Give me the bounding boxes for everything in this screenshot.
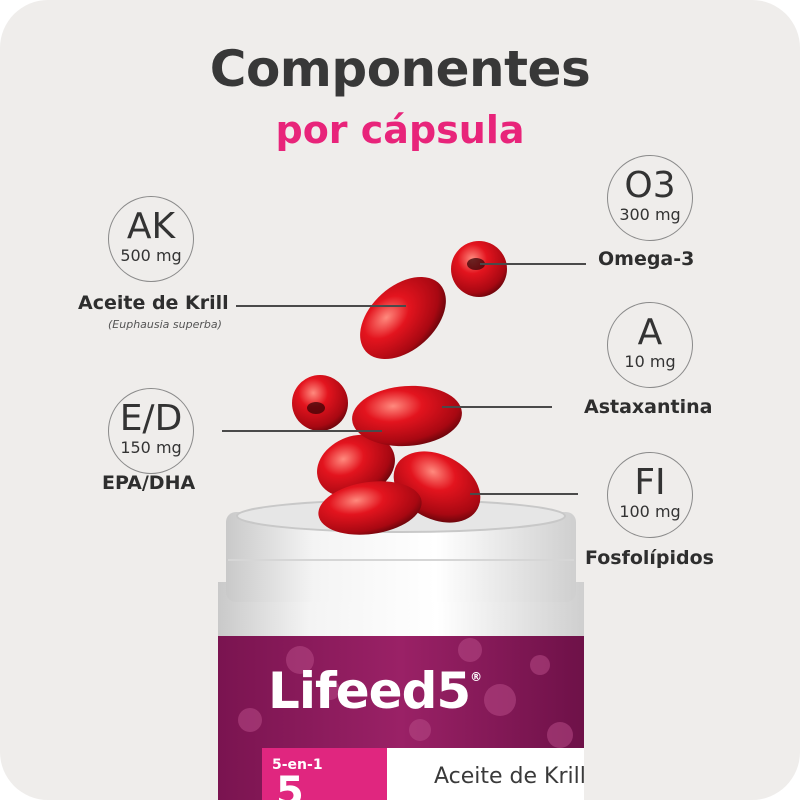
connector-ed: [222, 430, 382, 432]
connector-ak: [236, 305, 406, 307]
krill-oil-capsules: [292, 241, 507, 535]
badge-amount: 500 mg: [120, 246, 182, 265]
badge-amount: 150 mg: [120, 438, 182, 457]
epa-dha-badge: E/D 150 mg: [108, 388, 194, 474]
brand-logo: Lifeed5®: [268, 662, 482, 720]
badge-symbol: FI: [634, 462, 666, 503]
badge-amount: 300 mg: [619, 205, 681, 224]
supplement-jar: [218, 499, 584, 800]
connector-o3: [480, 263, 586, 265]
page-subtitle: por cápsula: [275, 108, 525, 152]
product-number: 5: [276, 769, 304, 800]
krill-oil-label: Aceite de Krill: [78, 292, 229, 314]
krill-species-label: (Euphausia superba): [108, 318, 222, 331]
omega-3-label: Omega-3: [598, 248, 695, 270]
phospholipids-badge: FI 100 mg: [607, 452, 693, 538]
page-title: Componentes: [209, 40, 591, 98]
phospholipids-label: Fosfolípidos: [585, 547, 714, 569]
astaxanthin-badge: A 10 mg: [607, 302, 693, 388]
registered-mark: ®: [470, 670, 482, 684]
badge-symbol: O3: [624, 165, 676, 206]
badge-symbol: A: [637, 312, 663, 353]
badge-amount: 100 mg: [619, 502, 681, 521]
astaxanthin-label: Astaxantina: [584, 396, 713, 418]
connector-fi: [470, 493, 578, 495]
badge-symbol: E/D: [119, 398, 183, 439]
krill-oil-badge: AK 500 mg: [108, 196, 194, 282]
product-tagline: 5-en-1: [272, 757, 323, 773]
capsule: [360, 276, 446, 360]
connector-a: [442, 406, 552, 408]
badge-symbol: AK: [126, 206, 176, 247]
omega-3-badge: O3 300 mg: [607, 155, 693, 241]
brand-name: Lifeed5: [268, 662, 471, 720]
jar-band-text: Aceite de Krill: [434, 764, 586, 789]
capsule: [318, 481, 422, 535]
epa-dha-label: EPA/DHA: [102, 472, 196, 494]
badge-amount: 10 mg: [624, 352, 676, 371]
